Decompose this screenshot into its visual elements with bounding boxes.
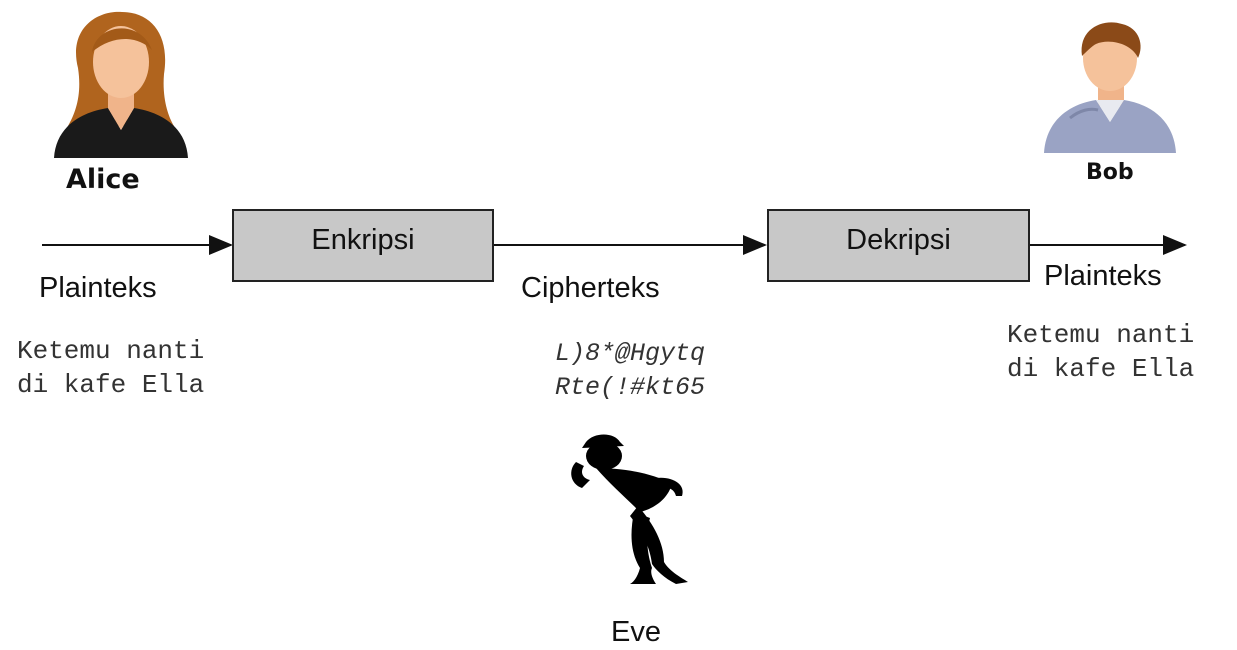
alice-name: Alice (66, 164, 140, 195)
decrypt-box: Dekripsi (767, 209, 1030, 282)
plaintext-message-left: Ketemu nanti di kafe Ella (17, 336, 205, 400)
decrypt-label: Dekripsi (846, 224, 951, 256)
eve-name: Eve (611, 616, 661, 648)
man-avatar-icon (1044, 22, 1176, 153)
woman-avatar-icon (54, 11, 188, 158)
eavesdropper-silhouette-icon (571, 434, 688, 584)
encrypt-box: Enkripsi (232, 209, 494, 282)
ciphertext-message: L)8*@Hgytq Rte(!#kt65 (554, 339, 706, 402)
bob-name: Bob (1086, 160, 1134, 185)
plaintext-label-right: Plainteks (1044, 260, 1162, 292)
plaintext-label-left: Plainteks (39, 272, 157, 304)
ciphertext-label: Cipherteks (521, 272, 660, 304)
plaintext-message-right: Ketemu nanti di kafe Ella (1007, 320, 1195, 384)
encrypt-label: Enkripsi (311, 224, 415, 256)
